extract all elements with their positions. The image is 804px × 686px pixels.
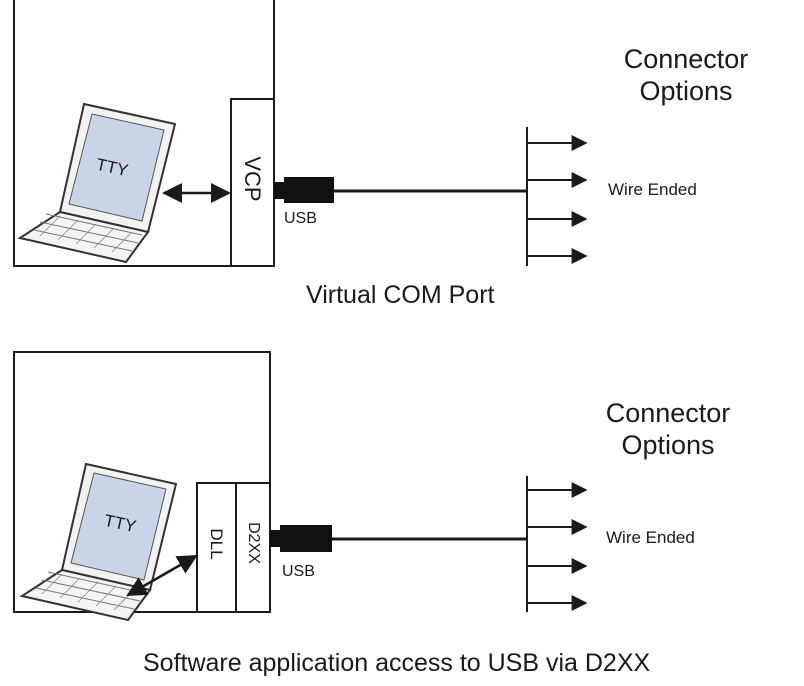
usb-plug-small <box>270 530 280 547</box>
usb-label: USB <box>284 210 317 227</box>
connector-title-line: Connector <box>623 44 749 74</box>
diagram-caption: Virtual COM Port <box>306 281 495 309</box>
connector-options-title: Connector Options <box>596 44 776 108</box>
d2xx-diagram <box>13 351 588 622</box>
connector-title-line: Options <box>639 75 733 106</box>
driver-label-dll: DLL <box>207 528 226 560</box>
diagram-caption: Software application access to USB via D… <box>143 649 651 677</box>
connector-options-title: Connector Options <box>578 398 758 462</box>
driver-label-d2xx: D2XX <box>245 522 262 564</box>
connector-title-line: Connector <box>605 398 731 428</box>
driver-label-vcp: VCP <box>240 156 265 202</box>
wire-ended-label: Wire Ended <box>608 180 697 199</box>
usb-plug <box>280 525 332 552</box>
laptop-icon <box>19 462 178 622</box>
connector-title-line: Options <box>621 429 715 460</box>
usb-plug-small <box>274 182 284 199</box>
vcp-diagram <box>13 0 588 267</box>
laptop-dll-arrow <box>126 554 198 597</box>
usb-label: USB <box>282 563 315 580</box>
d2xx-driver-box <box>235 482 271 613</box>
usb-plug <box>284 177 334 203</box>
wire-ended-label: Wire Ended <box>606 528 695 547</box>
laptop-icon <box>17 102 177 264</box>
